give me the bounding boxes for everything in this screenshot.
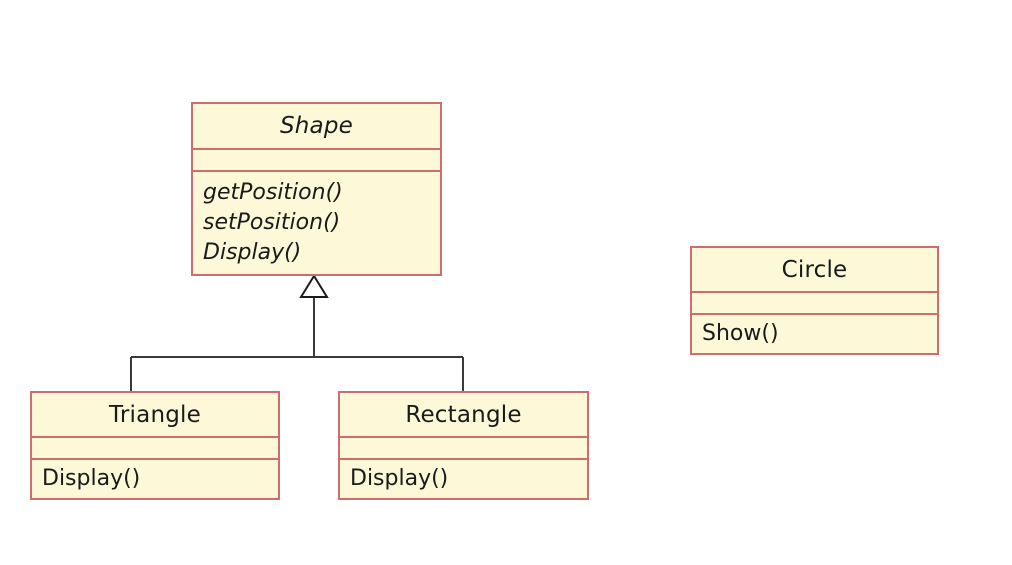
class-operations-compartment-triangle: Display() — [32, 458, 278, 498]
class-attributes-compartment-triangle — [32, 436, 278, 458]
class-box-triangle[interactable]: Triangle Display() — [30, 391, 280, 500]
class-name-compartment-circle: Circle — [692, 248, 937, 291]
class-box-circle[interactable]: Circle Show() — [690, 246, 939, 355]
class-operations-compartment-shape: getPosition() setPosition() Display() — [193, 170, 440, 274]
class-name-compartment-triangle: Triangle — [32, 393, 278, 436]
class-attributes-compartment-circle — [692, 291, 937, 313]
class-box-rectangle[interactable]: Rectangle Display() — [338, 391, 589, 500]
class-name-rectangle: Rectangle — [405, 401, 522, 428]
operation-item: Display() — [203, 239, 302, 265]
class-attributes-compartment-rectangle — [340, 436, 587, 458]
class-name-triangle: Triangle — [109, 401, 201, 428]
operation-item: Display() — [350, 466, 449, 492]
operation-item: Display() — [42, 466, 141, 492]
class-attributes-compartment-shape — [193, 148, 440, 170]
class-name-compartment-shape: Shape — [193, 104, 440, 148]
inheritance-arrowhead-icon — [299, 274, 329, 298]
operation-item: Show() — [702, 321, 779, 347]
class-name-circle: Circle — [781, 256, 848, 283]
class-operations-compartment-rectangle: Display() — [340, 458, 587, 498]
class-box-shape[interactable]: Shape getPosition() setPosition() Displa… — [191, 102, 442, 276]
operation-item: getPosition() — [203, 180, 343, 206]
class-name-shape: Shape — [279, 113, 354, 139]
operation-item: setPosition() — [203, 210, 341, 236]
class-operations-compartment-circle: Show() — [692, 313, 937, 353]
class-name-compartment-rectangle: Rectangle — [340, 393, 587, 436]
